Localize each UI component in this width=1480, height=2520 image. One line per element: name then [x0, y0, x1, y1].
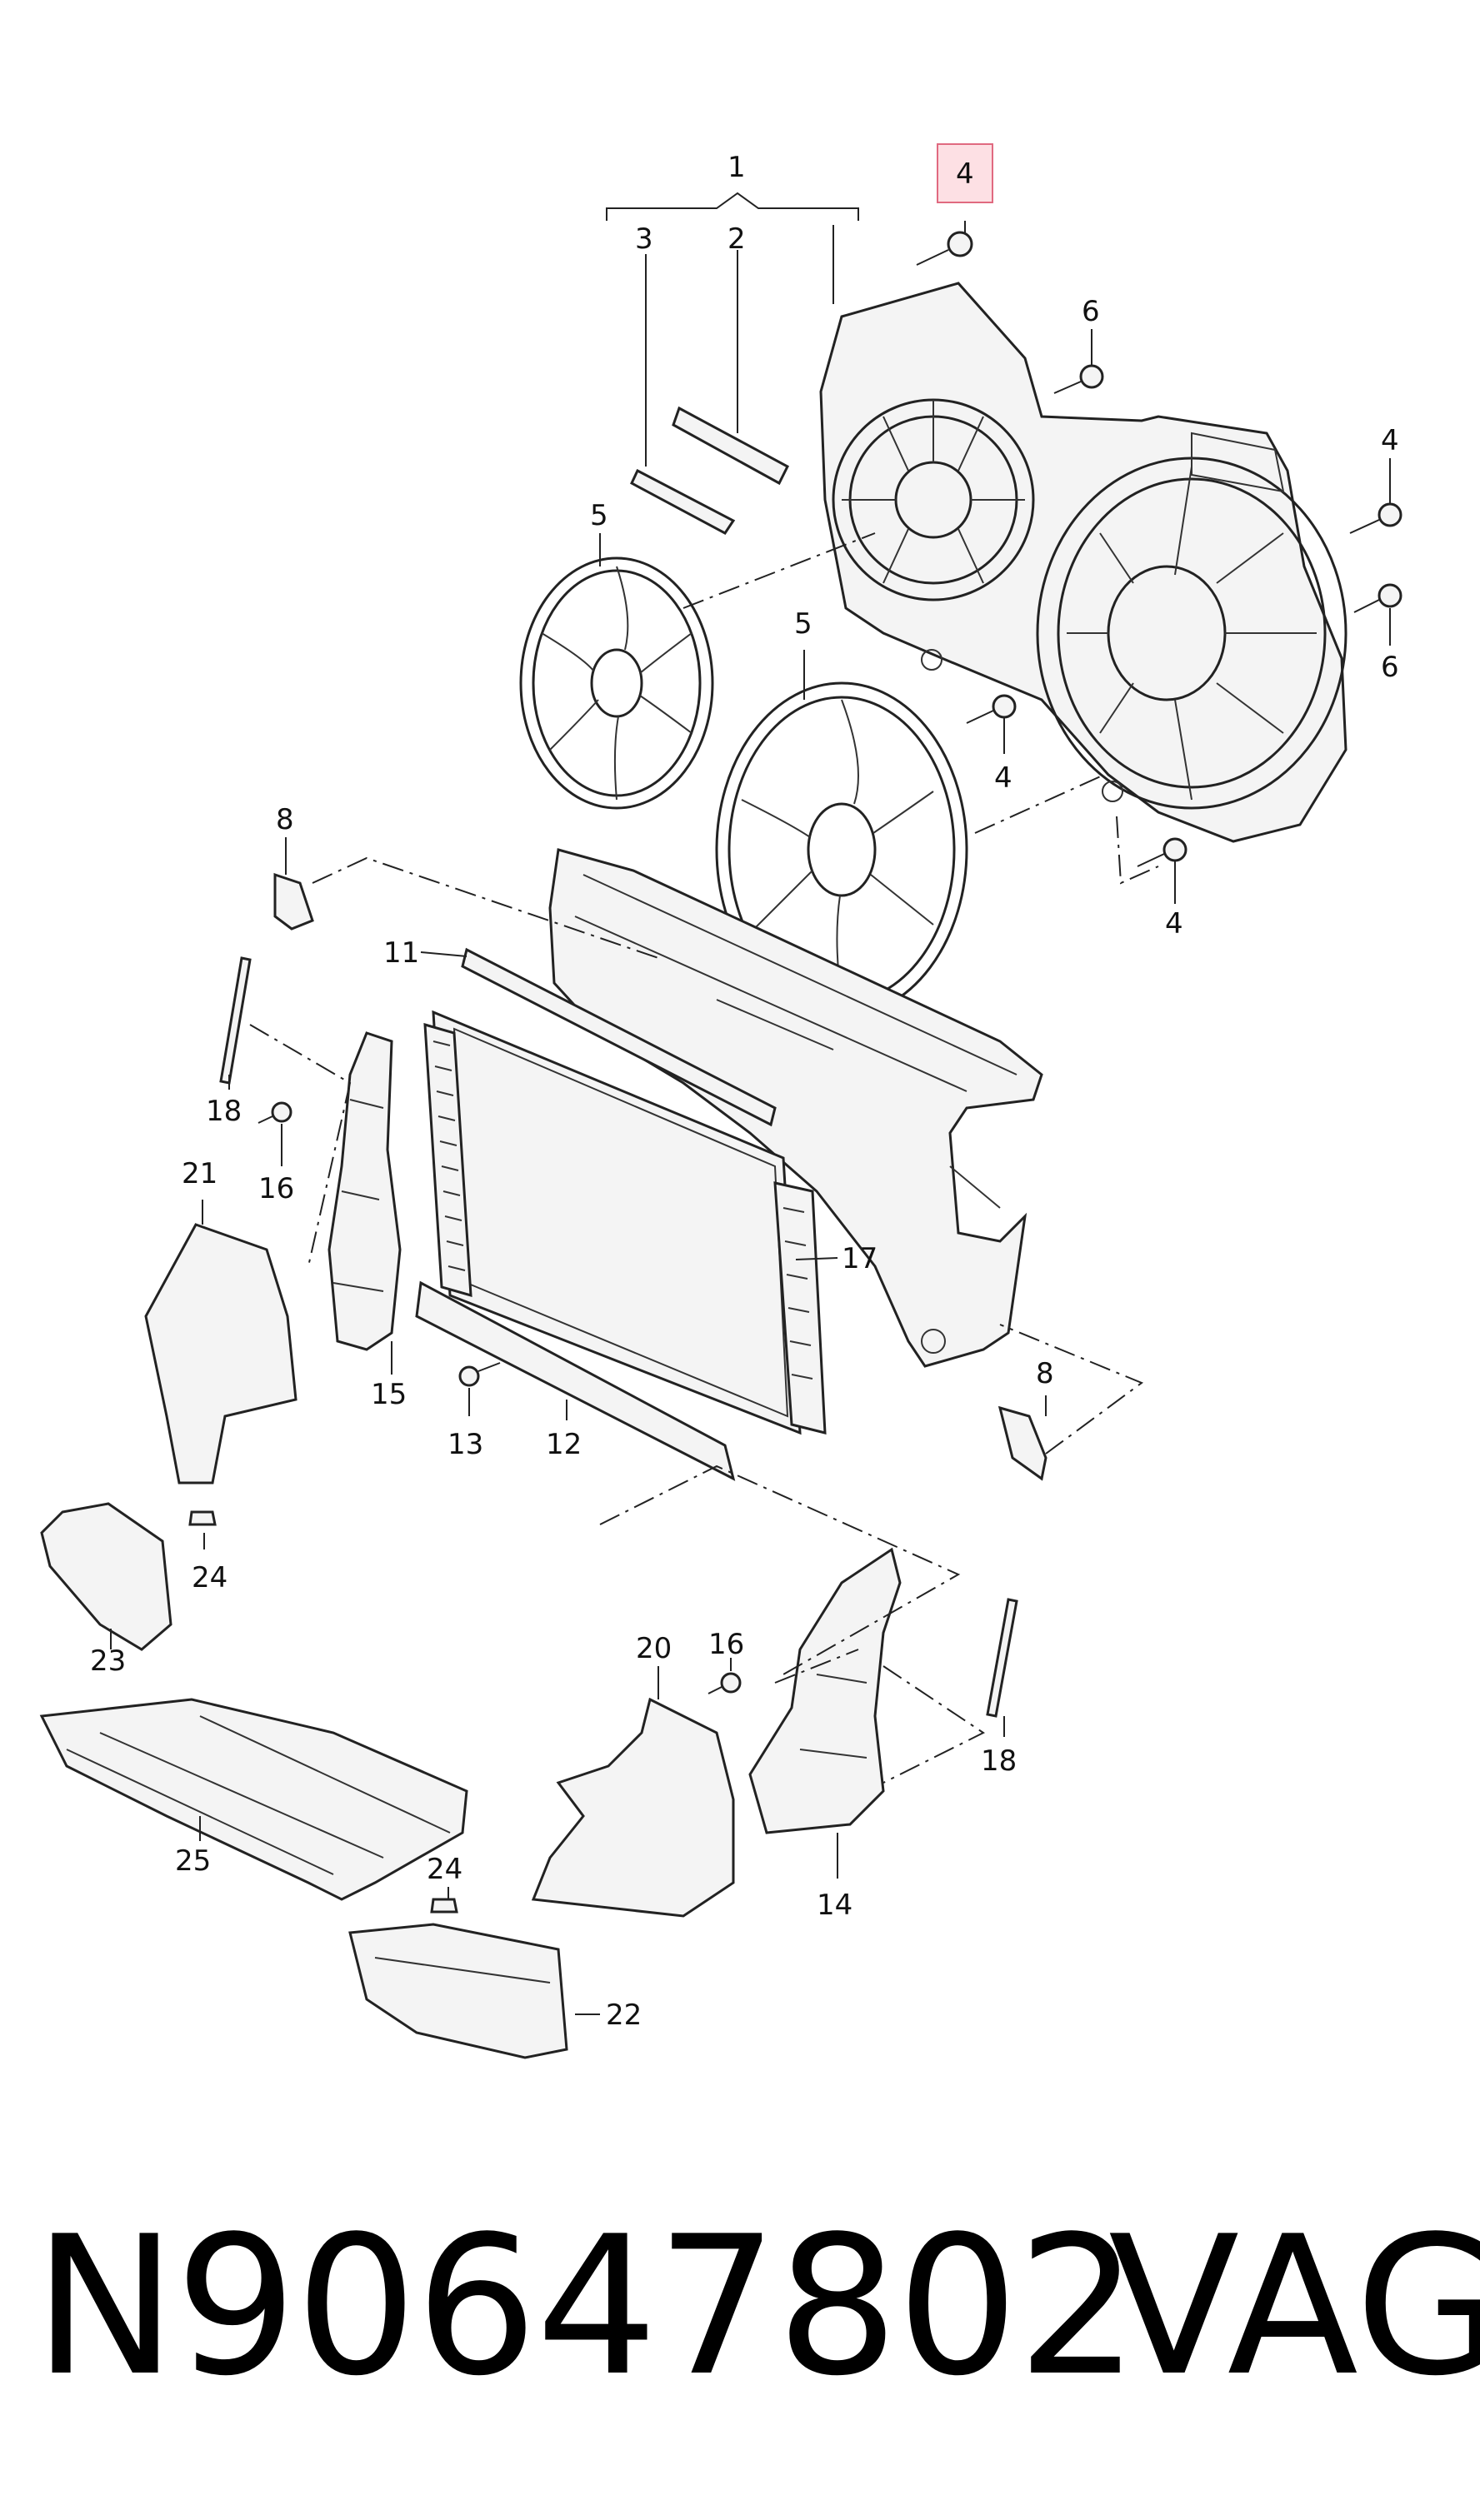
brand-name: VAG: [1108, 2196, 1480, 2418]
label-4-r1: 4: [1381, 424, 1399, 457]
bracket-8-right: [998, 1405, 1048, 1481]
label-5-a: 5: [590, 499, 608, 532]
label-18-b: 18: [981, 1744, 1017, 1778]
air-duct-20: [531, 1697, 735, 1918]
label-4-r3: 4: [1165, 907, 1183, 941]
label-17: 17: [842, 1242, 878, 1275]
label-5-b: 5: [794, 607, 812, 641]
label-24-b: 24: [427, 1853, 462, 1886]
label-8-b: 8: [1036, 1357, 1054, 1390]
label-3: 3: [635, 222, 653, 256]
air-guide-25: [39, 1698, 468, 1901]
label-16-a: 16: [258, 1172, 294, 1205]
air-duct-14: [748, 1547, 902, 1834]
screw-6-a: [1053, 364, 1104, 394]
air-duct-23: [40, 1502, 172, 1651]
fan-wheel-small: [519, 556, 714, 810]
label-20: 20: [636, 1632, 672, 1665]
label-22: 22: [606, 1999, 642, 2032]
leader-lines: [110, 192, 1391, 2015]
label-16-b: 16: [708, 1628, 744, 1661]
screw-6-b: [1353, 583, 1402, 613]
part-labels: 1 2 3 4 6 4 5 6 5 4 8 4 11 18 21 16 17 8…: [90, 151, 1399, 2032]
label-25: 25: [175, 1844, 211, 1878]
sealing-strip-2: [672, 406, 789, 486]
screw-4-r3: [1137, 837, 1188, 867]
clip-24-b: [430, 1898, 458, 1914]
strip-18-right: [986, 1598, 1018, 1718]
air-duct-15: [328, 1031, 402, 1351]
screw-13: [458, 1362, 501, 1387]
connection-lines: [249, 532, 1159, 1784]
screw-16-a: [258, 1101, 292, 1124]
sealing-strip-3: [630, 468, 736, 535]
label-2: 2: [728, 222, 746, 256]
screws: [258, 231, 1402, 1694]
fan-shroud: [819, 282, 1348, 843]
label-4-r2: 4: [994, 761, 1012, 795]
label-18-a: 18: [206, 1095, 242, 1128]
air-duct-22: [348, 1923, 568, 2059]
label-21: 21: [182, 1157, 218, 1190]
air-guide-12: [415, 1280, 736, 1481]
label-14: 14: [817, 1889, 852, 1922]
bracket-8-top: [273, 872, 314, 931]
label-8-a: 8: [276, 803, 294, 836]
screw-4-r1: [1349, 502, 1402, 534]
label-15: 15: [371, 1378, 407, 1411]
screw-4-r2: [966, 694, 1017, 724]
strip-18-left: [219, 956, 252, 1085]
label-4-top: 4: [956, 157, 974, 191]
lock-carrier: [548, 848, 1043, 1368]
highlight-box: [937, 143, 993, 203]
air-duct-21: [144, 1223, 298, 1485]
label-12: 12: [546, 1428, 582, 1461]
label-1: 1: [728, 151, 746, 184]
label-24-a: 24: [192, 1561, 228, 1594]
screw-16-b: [708, 1672, 742, 1694]
clip-24-a: [188, 1510, 217, 1526]
part-number: N90647802: [33, 2196, 1139, 2418]
exploded-parts-diagram: 1 2 3 4 6 4 5 6 5 4 8 4 11 18 21 16 17 8…: [39, 143, 1402, 2059]
label-6-a: 6: [1082, 295, 1100, 328]
label-13: 13: [448, 1428, 483, 1461]
label-6-b: 6: [1381, 651, 1399, 684]
label-23: 23: [90, 1644, 126, 1678]
radiator: [423, 947, 827, 1435]
label-11: 11: [383, 936, 419, 970]
screw-4-top: [916, 231, 973, 266]
